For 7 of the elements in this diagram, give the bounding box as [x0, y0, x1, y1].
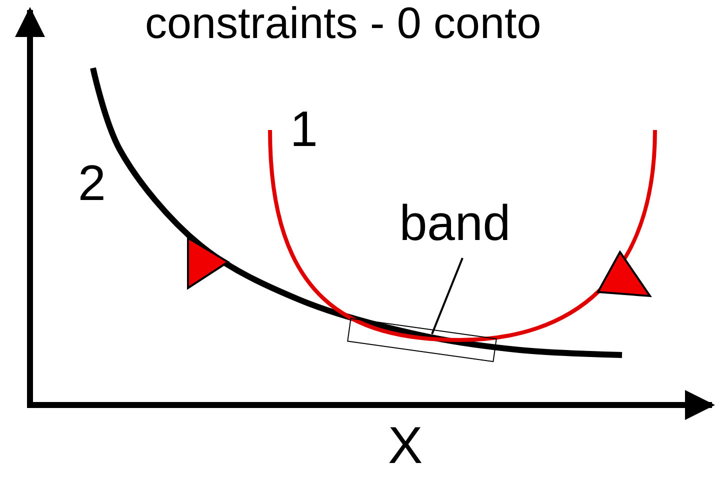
- axis-label: X: [388, 420, 423, 472]
- band-label: band: [380, 196, 530, 250]
- title: constraints - 0 conto: [145, 2, 542, 46]
- curve-label: 2: [78, 158, 106, 208]
- leader-line: [431, 258, 464, 334]
- curve-label: 1: [290, 104, 318, 154]
- band-rectangle: [347, 318, 497, 362]
